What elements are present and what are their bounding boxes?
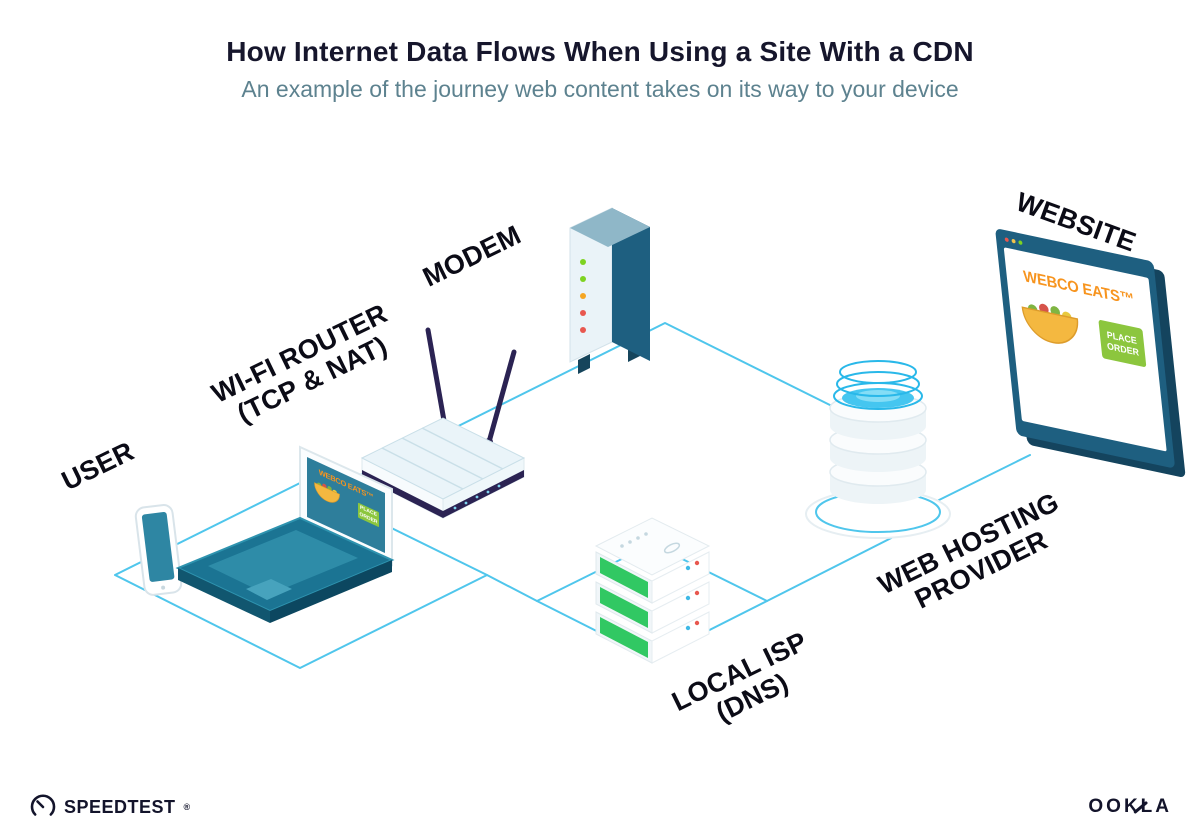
web-hosting-illustration	[805, 360, 951, 539]
maximize-dot-icon	[1018, 239, 1023, 245]
page-subtitle: An example of the journey web content ta…	[241, 76, 959, 102]
hosting-ring-icons	[833, 360, 923, 410]
router-port-dot-icons	[453, 484, 501, 510]
minimize-dot-icon	[1011, 238, 1016, 244]
isp-to-hosting-line	[766, 530, 906, 602]
ookla-wordmark: OOKLA	[1088, 796, 1172, 817]
speedtest-logo: SPEEDTEST ®	[30, 794, 190, 820]
website-browser-window: WEBCO EATS™ PLACE ORDER	[995, 228, 1176, 469]
page-title: How Internet Data Flows When Using a Sit…	[226, 36, 974, 67]
speedtest-wordmark: SPEEDTEST	[64, 796, 176, 817]
taco-icon	[314, 482, 340, 503]
gauge-icon	[30, 794, 56, 816]
router-vent-lines	[381, 427, 504, 490]
wifi-router-illustration	[360, 327, 526, 519]
user-to-isp-line	[486, 574, 538, 602]
browser-content: WEBCO EATS™ PLACE ORDER	[1003, 247, 1167, 452]
hosting-to-website-line	[934, 454, 1031, 503]
modem-led-icons	[580, 259, 586, 333]
taco-icon	[1021, 303, 1079, 344]
phone-illustration	[134, 504, 183, 596]
laptop-place-order-button: PLACE ORDER	[358, 502, 379, 528]
place-order-button: PLACE ORDER	[1098, 319, 1147, 368]
laptop-screen: WEBCO EATS™ PLACE ORDER	[307, 457, 385, 554]
isp-server-illustration	[594, 517, 711, 664]
server-top-detail-icons	[620, 532, 681, 554]
speedtest-registered-mark: ®	[183, 802, 191, 812]
ookla-logo: OOKLA	[1088, 796, 1172, 818]
router-antenna-icons	[425, 327, 517, 445]
modem-illustration	[569, 207, 650, 374]
close-dot-icon	[1004, 236, 1009, 242]
